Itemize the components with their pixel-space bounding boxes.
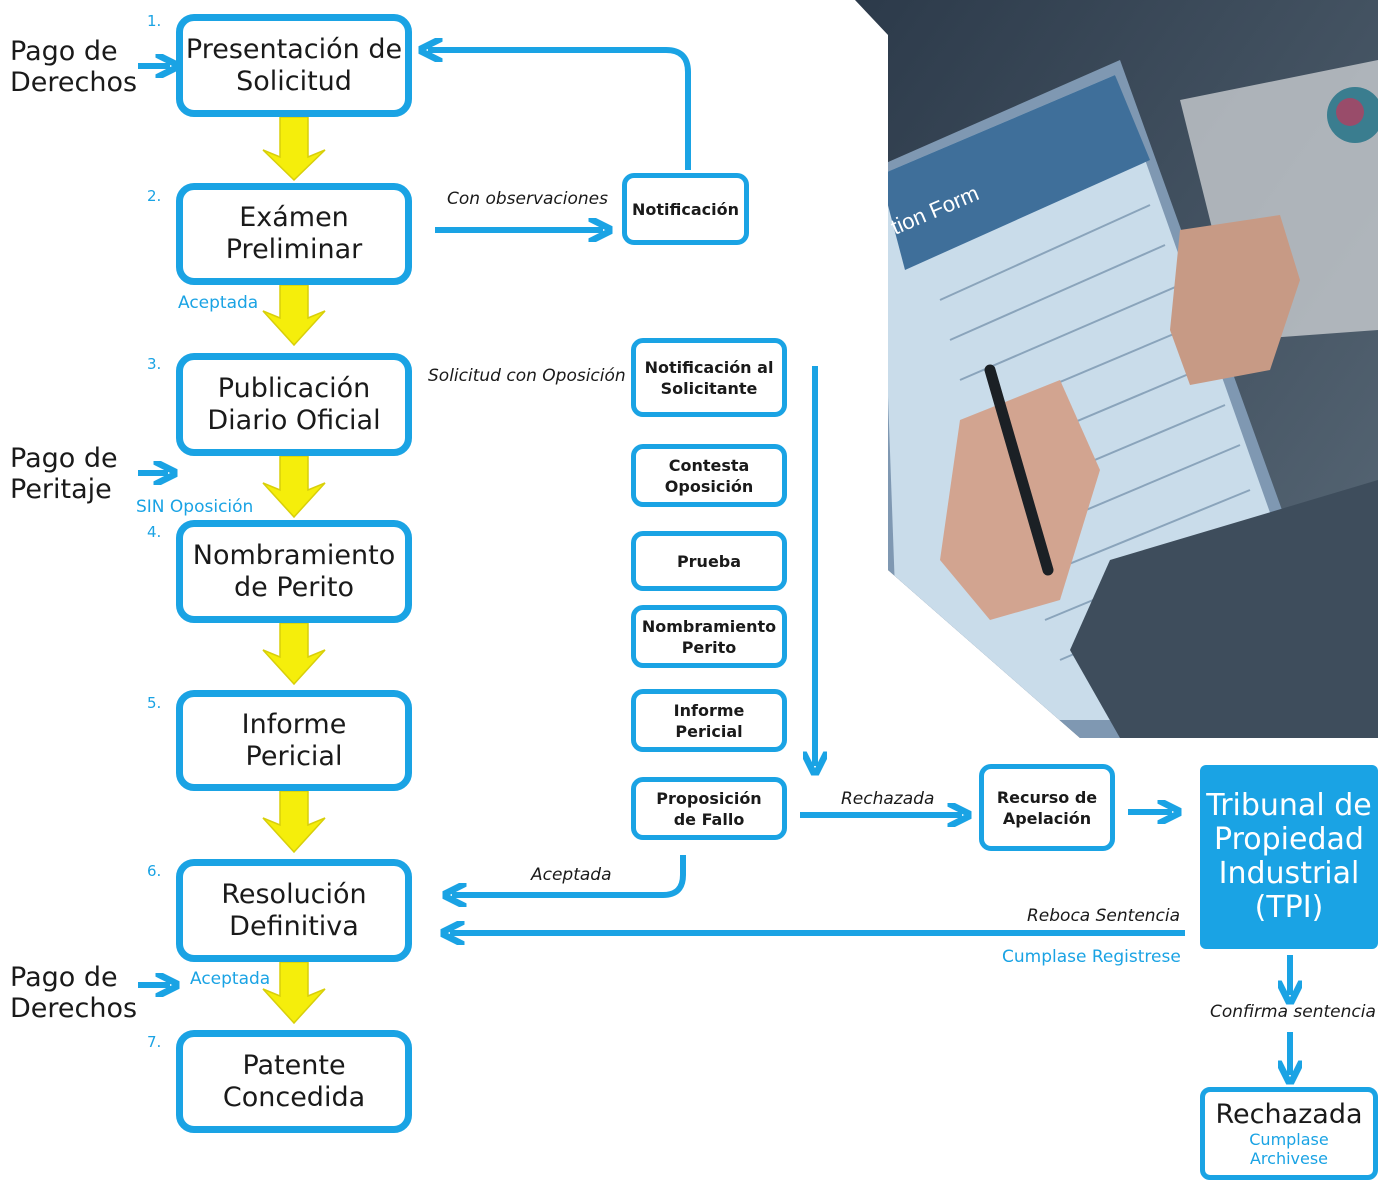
side-input-pago-derechos-2: Pago de Derechos [10, 962, 137, 1024]
rechazada-sub: Archivese [1249, 1148, 1329, 1168]
step-number-6: 6. [147, 862, 162, 880]
box-line: Proposición [656, 788, 762, 808]
box-line: de Fallo [673, 809, 745, 829]
label-solicitud-con-oposicion: Solicitud con Oposición [428, 366, 626, 386]
box-notificacion-solicitante: Notificación al Solicitante [631, 338, 787, 417]
step-line: Nombramiento [192, 539, 396, 571]
box-line: Nombramiento [641, 616, 777, 636]
label-aceptada-1: Aceptada [178, 293, 259, 313]
label-cumplase-registrese: Cumplase Registrese [1002, 947, 1181, 967]
label-con-observaciones: Con observaciones [447, 189, 608, 209]
step-line: Concedida [222, 1081, 366, 1113]
box-line: Apelación [1002, 808, 1092, 828]
yellow-arrow-1 [262, 116, 326, 182]
step-presentacion-solicitud: Presentación de Solicitud [176, 14, 412, 117]
yellow-arrow-5 [262, 790, 326, 854]
side-input-line: Pago de [10, 443, 118, 474]
label-fallo-aceptada: Aceptada [531, 865, 612, 885]
label-reboca-sentencia: Reboca Sentencia [1027, 906, 1181, 926]
box-tribunal-propiedad-industrial: Tribunal de Propiedad Industrial (TPI) [1200, 765, 1378, 949]
side-input-line: Pago de [10, 36, 118, 67]
box-line: Pericial [675, 721, 743, 741]
step-number-1: 1. [147, 12, 162, 30]
step-line: Solicitud [236, 65, 352, 97]
yellow-arrow-3 [262, 455, 326, 519]
box-prueba: Prueba [631, 531, 787, 591]
step-line: Preliminar [225, 234, 363, 265]
box-line: Contesta [668, 455, 750, 475]
yellow-arrow-4 [262, 622, 326, 686]
yellow-arrow-6 [262, 961, 326, 1025]
step-line: Publicación [217, 372, 371, 404]
notificacion-return-arrow [428, 50, 691, 170]
label-aceptada-2: Aceptada [190, 969, 271, 989]
side-input-pago-peritaje: Pago de Peritaje [10, 443, 118, 505]
label-fallo-rechazada: Rechazada [841, 789, 935, 809]
step-informe-pericial: Informe Pericial [176, 690, 412, 791]
box-informe-pericial: Informe Pericial [631, 689, 787, 752]
step-line: Patente [242, 1049, 346, 1081]
tpi-line: Tribunal de [1206, 788, 1372, 823]
box-line: Informe [673, 700, 745, 720]
step-number-4: 4. [147, 523, 162, 541]
step-line: Informe [241, 708, 347, 740]
rechazada-title: Rechazada [1215, 1098, 1363, 1130]
side-input-line: Pago de [10, 962, 118, 993]
side-input-pago-derechos-1: Pago de Derechos [10, 36, 137, 98]
step-number-5: 5. [147, 694, 162, 712]
step-line: Pericial [245, 740, 343, 772]
side-input-line: Peritaje [10, 474, 112, 505]
step-resolucion-definitiva: Resolución Definitiva [176, 859, 412, 962]
side-input-line: Derechos [10, 993, 138, 1024]
label-confirma-sentencia: Confirma sentencia [1210, 1002, 1376, 1022]
step-line: de Perito [234, 571, 354, 603]
step-line: Resolución [221, 878, 367, 910]
step-number-2: 2. [147, 187, 162, 205]
step-number-3: 3. [147, 355, 162, 373]
box-line: Notificación al [644, 357, 774, 377]
box-line: Oposición [664, 476, 754, 496]
step-line: Definitiva [229, 910, 359, 942]
yellow-arrow-2 [262, 284, 326, 347]
box-recurso-apelacion: Recurso de Apelación [979, 764, 1115, 851]
step-publicacion-diario: Publicación Diario Oficial [176, 353, 412, 456]
box-rechazada: Rechazada Cumplase Archivese [1200, 1087, 1378, 1180]
step-patente-concedida: Patente Concedida [176, 1030, 412, 1133]
tpi-line: Propiedad [1214, 822, 1364, 857]
box-line: Prueba [676, 551, 742, 571]
step-line: Presentación de [185, 33, 403, 65]
step-number-7: 7. [147, 1033, 162, 1051]
side-input-line: Derechos [10, 67, 138, 98]
step-line: Exámen [239, 202, 349, 233]
box-line: Solicitante [660, 378, 758, 398]
box-notificacion: Notificación [622, 173, 749, 245]
fallo-aceptada-arrow [452, 855, 686, 895]
tpi-line: Industrial [1218, 856, 1360, 891]
step-line: Diario Oficial [207, 404, 381, 436]
box-nombramiento-perito: Nombramiento Perito [631, 605, 787, 668]
tpi-line: (TPI) [1254, 890, 1324, 925]
box-line: Notificación [631, 199, 739, 219]
label-sin-oposicion: SIN Oposición [136, 497, 254, 517]
rechazada-sub: Cumplase [1249, 1129, 1329, 1149]
step-nombramiento-perito: Nombramiento de Perito [176, 520, 412, 623]
box-line: Perito [681, 637, 737, 657]
box-line: Recurso de [996, 787, 1098, 807]
box-contesta-oposicion: Contesta Oposición [631, 444, 787, 507]
box-proposicion-fallo: Proposición de Fallo [631, 777, 787, 840]
step-examen-preliminar: Exámen Preliminar [176, 183, 412, 285]
